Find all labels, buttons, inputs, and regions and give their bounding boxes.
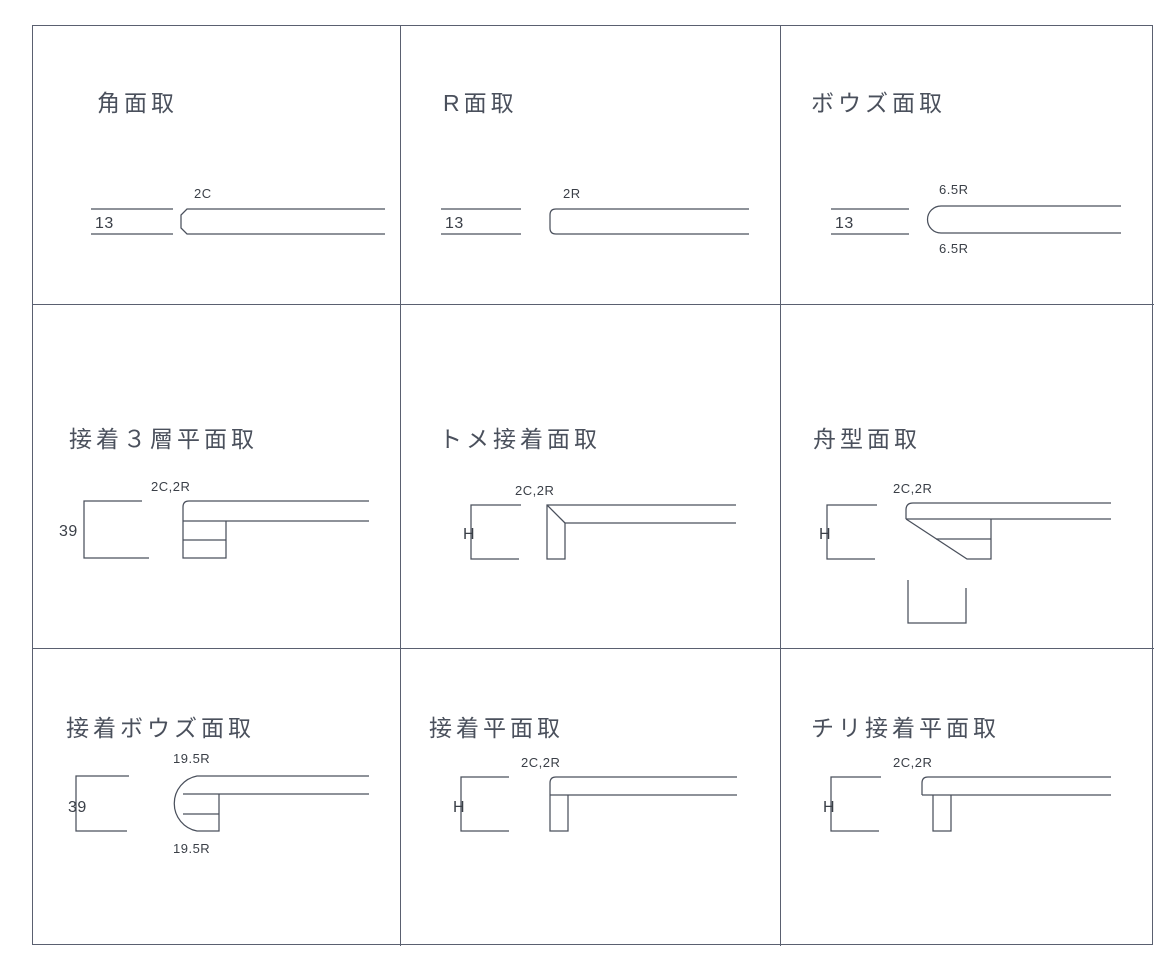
cell-r-mentori[interactable]: R面取 13 2R [401, 26, 781, 305]
section-top-outline [905, 502, 1111, 519]
drawing-sheet: 角面取 13 2C R面取 [32, 25, 1154, 946]
height-label: H [823, 799, 835, 816]
top-label: 2C,2R [521, 755, 560, 770]
height-label: H [453, 799, 465, 816]
section-outline [549, 776, 737, 832]
height-label: 13 [95, 215, 114, 232]
height-label: 39 [68, 799, 87, 816]
top-label: 2R [563, 186, 581, 201]
profile-drawing-round-square-bar [401, 26, 780, 304]
section-leg-outline [932, 795, 952, 832]
profile-drawing-boat-shape [781, 305, 1154, 648]
dimension-labels: 13 2R [401, 26, 780, 304]
profile-drawing-laminated-flat-offset [781, 649, 1154, 946]
section-outline [546, 504, 736, 560]
height-label: H [463, 526, 475, 543]
cell-title: 接着３層平面取 [69, 426, 258, 452]
profile-drawing-laminated-bullnose [33, 649, 400, 946]
cell-title: 舟型面取 [813, 426, 921, 452]
cell-kaku-mentori[interactable]: 角面取 13 2C [33, 26, 401, 305]
section-outline [549, 208, 749, 235]
section-outline [173, 775, 369, 832]
dim-bracket [460, 776, 509, 832]
top-label: 2C,2R [151, 479, 190, 494]
profile-drawing-mitre-joint [401, 305, 780, 648]
cell-tome-setchaku-mentori[interactable]: トメ接着面取 H 2C,2R [401, 305, 781, 649]
dimension-labels: H 2C,2R [401, 305, 780, 648]
top-label: 2C,2R [893, 755, 932, 770]
mitre-line [546, 504, 566, 524]
dimension-labels: 39 19.5R 19.5R [33, 649, 400, 946]
dim-bracket [826, 504, 877, 560]
cell-title: 接着ボウズ面取 [66, 715, 255, 741]
dimension-labels: 13 6.5R 6.5R [781, 26, 1154, 304]
section-outline [926, 205, 1121, 234]
dim-bracket [83, 500, 149, 559]
detail-bracket [907, 580, 967, 624]
cell-bouzu-mentori[interactable]: ボウズ面取 13 6.5R 6.5R [781, 26, 1154, 305]
cell-setchaku-hiramentori[interactable]: 接着平面取 H 2C,2R [401, 649, 781, 946]
dimension-labels: 13 2C [33, 26, 400, 304]
cell-title: 接着平面取 [429, 715, 564, 741]
dim-bracket [75, 775, 129, 832]
top-label: 19.5R [173, 751, 210, 766]
top-label: 6.5R [939, 182, 968, 197]
dim-bracket [830, 776, 881, 832]
bottom-label: 19.5R [173, 841, 210, 856]
cell-setchaku-bouzu-mentori[interactable]: 接着ボウズ面取 39 19.5R 19.5R [33, 649, 401, 946]
height-label: H [819, 526, 831, 543]
profile-drawing-bullnose-bar [781, 26, 1154, 304]
bottom-label: 6.5R [939, 241, 968, 256]
height-label: 13 [835, 215, 854, 232]
dimension-labels: H 2C,2R [401, 649, 780, 946]
profile-grid: 角面取 13 2C R面取 [32, 25, 1154, 946]
height-label: 39 [59, 523, 78, 540]
cell-setchaku-3sou-hiramentori[interactable]: 接着３層平面取 39 2C,2R [33, 305, 401, 649]
top-label: 2C,2R [515, 483, 554, 498]
dimension-labels: H 2C,2R [781, 305, 1154, 648]
height-label: 13 [445, 215, 464, 232]
profile-drawing-laminated-flat [401, 649, 780, 946]
cell-title: ボウズ面取 [811, 90, 946, 116]
dimension-labels: 39 2C,2R [33, 305, 400, 648]
cell-funagata-mentori[interactable]: 舟型面取 H 2C,2R [781, 305, 1154, 649]
profile-drawing-laminated-three-layer [33, 305, 400, 648]
cell-title: R面取 [443, 90, 518, 116]
cell-title: 角面取 [97, 90, 178, 116]
section-top-outline [921, 776, 1111, 795]
top-label: 2C,2R [893, 481, 932, 496]
top-label: 2C [194, 186, 212, 201]
dimension-labels: H 2C,2R [781, 649, 1154, 946]
cell-title: トメ接着面取 [439, 426, 601, 452]
section-outline [180, 208, 385, 235]
cell-chiri-setchaku-hiramentori[interactable]: チリ接着平面取 H 2C,2R [781, 649, 1154, 946]
cell-title: チリ接着平面取 [811, 715, 1000, 741]
dim-bracket [470, 504, 521, 560]
section-top-outline [182, 500, 369, 521]
profile-drawing-chamfer-square-bar [33, 26, 400, 304]
